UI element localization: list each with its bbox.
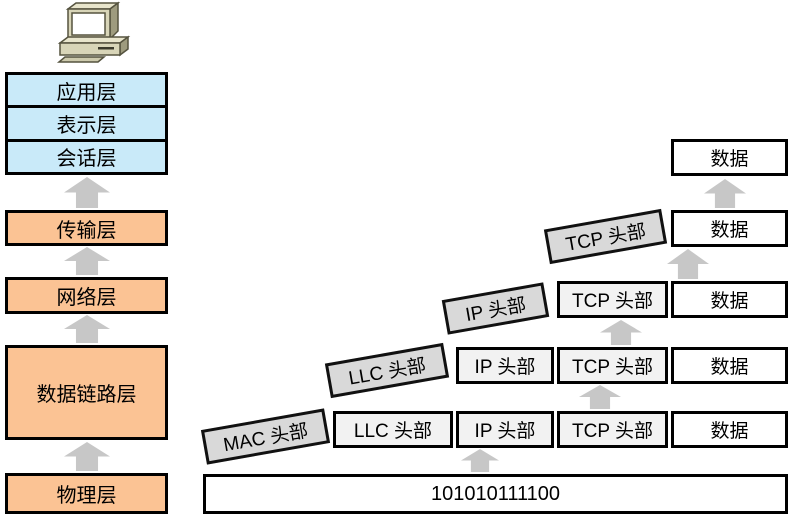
- bitstream-box: 101010111100: [203, 474, 788, 514]
- up-arrow-icon: [64, 177, 110, 208]
- up-arrow-icon: [667, 249, 709, 279]
- row2-data-cell: 数据: [671, 210, 788, 247]
- row5-data-cell: 数据: [671, 411, 788, 448]
- layer-session: 会话层: [8, 141, 165, 172]
- row4-tcp-header-cell: TCP 头部: [557, 347, 668, 384]
- row4-ip-header-cell: IP 头部: [456, 347, 554, 384]
- up-arrow-icon: [579, 385, 621, 409]
- row1-data-cell: 数据: [671, 139, 788, 176]
- layer-transport: 传输层: [5, 210, 168, 246]
- row3-data-cell: 数据: [671, 281, 788, 318]
- row4-data-cell: 数据: [671, 347, 788, 384]
- layer-application: 应用层: [8, 75, 165, 106]
- row5-tcp-header-cell: TCP 头部: [557, 411, 668, 448]
- up-arrow-icon: [704, 179, 746, 208]
- layer-physical: 物理层: [5, 473, 168, 514]
- row4-llc-header-tilted: LLC 头部: [324, 342, 450, 399]
- row2-tcp-header-tilted: TCP 头部: [543, 208, 668, 265]
- up-arrow-icon: [64, 442, 110, 471]
- layer-datalink: 数据链路层: [5, 345, 168, 440]
- desktop-computer-icon: [56, 1, 131, 63]
- row5-mac-header-tilted: MAC 头部: [200, 408, 331, 465]
- row5-ip-header-cell: IP 头部: [456, 411, 554, 448]
- upper-layers-group: 应用层 表示层 会话层: [5, 72, 168, 175]
- up-arrow-icon: [64, 315, 110, 343]
- row3-tcp-header-cell: TCP 头部: [557, 281, 668, 318]
- up-arrow-icon: [600, 320, 642, 345]
- up-arrow-icon: [461, 449, 499, 472]
- layer-network: 网络层: [5, 277, 168, 314]
- row3-ip-header-tilted: IP 头部: [441, 282, 550, 335]
- up-arrow-icon: [64, 247, 110, 275]
- row5-llc-header-cell: LLC 头部: [333, 411, 453, 448]
- layer-presentation: 表示层: [8, 108, 165, 139]
